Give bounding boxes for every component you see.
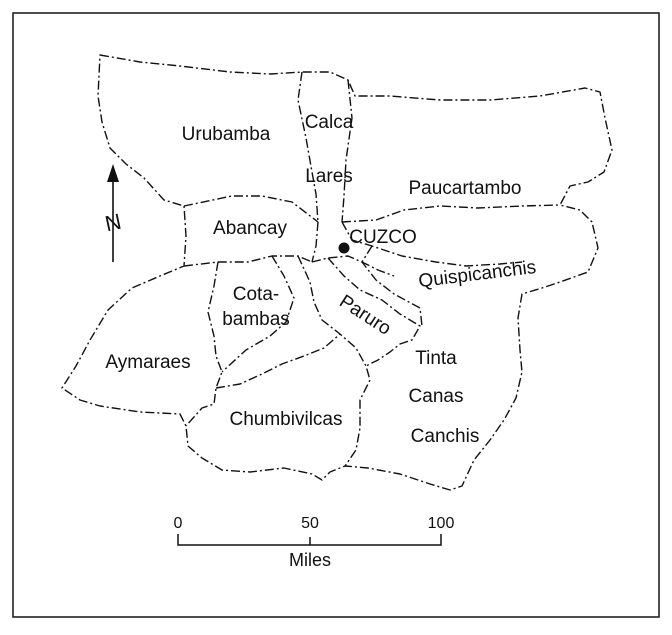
frame-border: [12, 12, 660, 618]
north-arrow-label: N: [103, 209, 124, 237]
boundary-cuzco-quispicanchis: [341, 221, 523, 267]
boundary-abancay-cotabambas: [183, 255, 313, 267]
label-tinta: Tinta: [415, 348, 457, 369]
boundary-cotabambas-east: [221, 255, 295, 373]
boundary-calca-east: [341, 79, 353, 223]
label-canchis: Canchis: [411, 426, 480, 447]
boundary-urubamba-abancay: [183, 195, 319, 223]
label-aymaraes: Aymaraes: [105, 352, 190, 373]
boundary-quispicanchis-south: [361, 245, 423, 327]
label-abancay: Abancay: [213, 218, 287, 239]
boundary-cotabambas-west: [185, 261, 223, 427]
label-cotabambas-line2: bambas: [222, 309, 290, 330]
cuzco-city-dot: [338, 242, 350, 254]
outer-boundary: [61, 54, 613, 491]
north-arrow-head-icon: [107, 164, 119, 182]
label-lares: Lares: [305, 166, 353, 187]
boundary-cuzco-south: [311, 255, 395, 277]
boundary-chumbivilcas-north: [215, 333, 341, 389]
label-paucartambo: Paucartambo: [408, 178, 521, 199]
scale-tick-label-100: 100: [428, 515, 455, 532]
label-canas: Canas: [409, 386, 464, 407]
label-cotabambas-line1: Cota-: [233, 284, 279, 305]
boundary-lares-paucartambo: [341, 204, 561, 223]
label-urubamba: Urubamba: [182, 124, 271, 145]
boundary-paruro-west: [297, 255, 371, 467]
label-chumbivilcas: Chumbivilcas: [230, 409, 343, 430]
label-cuzco: CUZCO: [349, 227, 417, 248]
boundary-abancay-cuzco: [311, 221, 319, 263]
boundary-paruro-east: [327, 257, 421, 367]
north-arrow: N: [103, 164, 124, 262]
scale-tick-label-0: 0: [174, 515, 183, 532]
boundary-calca-west: [297, 71, 319, 223]
scale-bar: 0 50 100 Miles: [174, 515, 455, 570]
scale-unit-label: Miles: [289, 550, 331, 570]
label-calca: Calca: [305, 112, 354, 133]
scale-tick-label-50: 50: [301, 515, 319, 532]
